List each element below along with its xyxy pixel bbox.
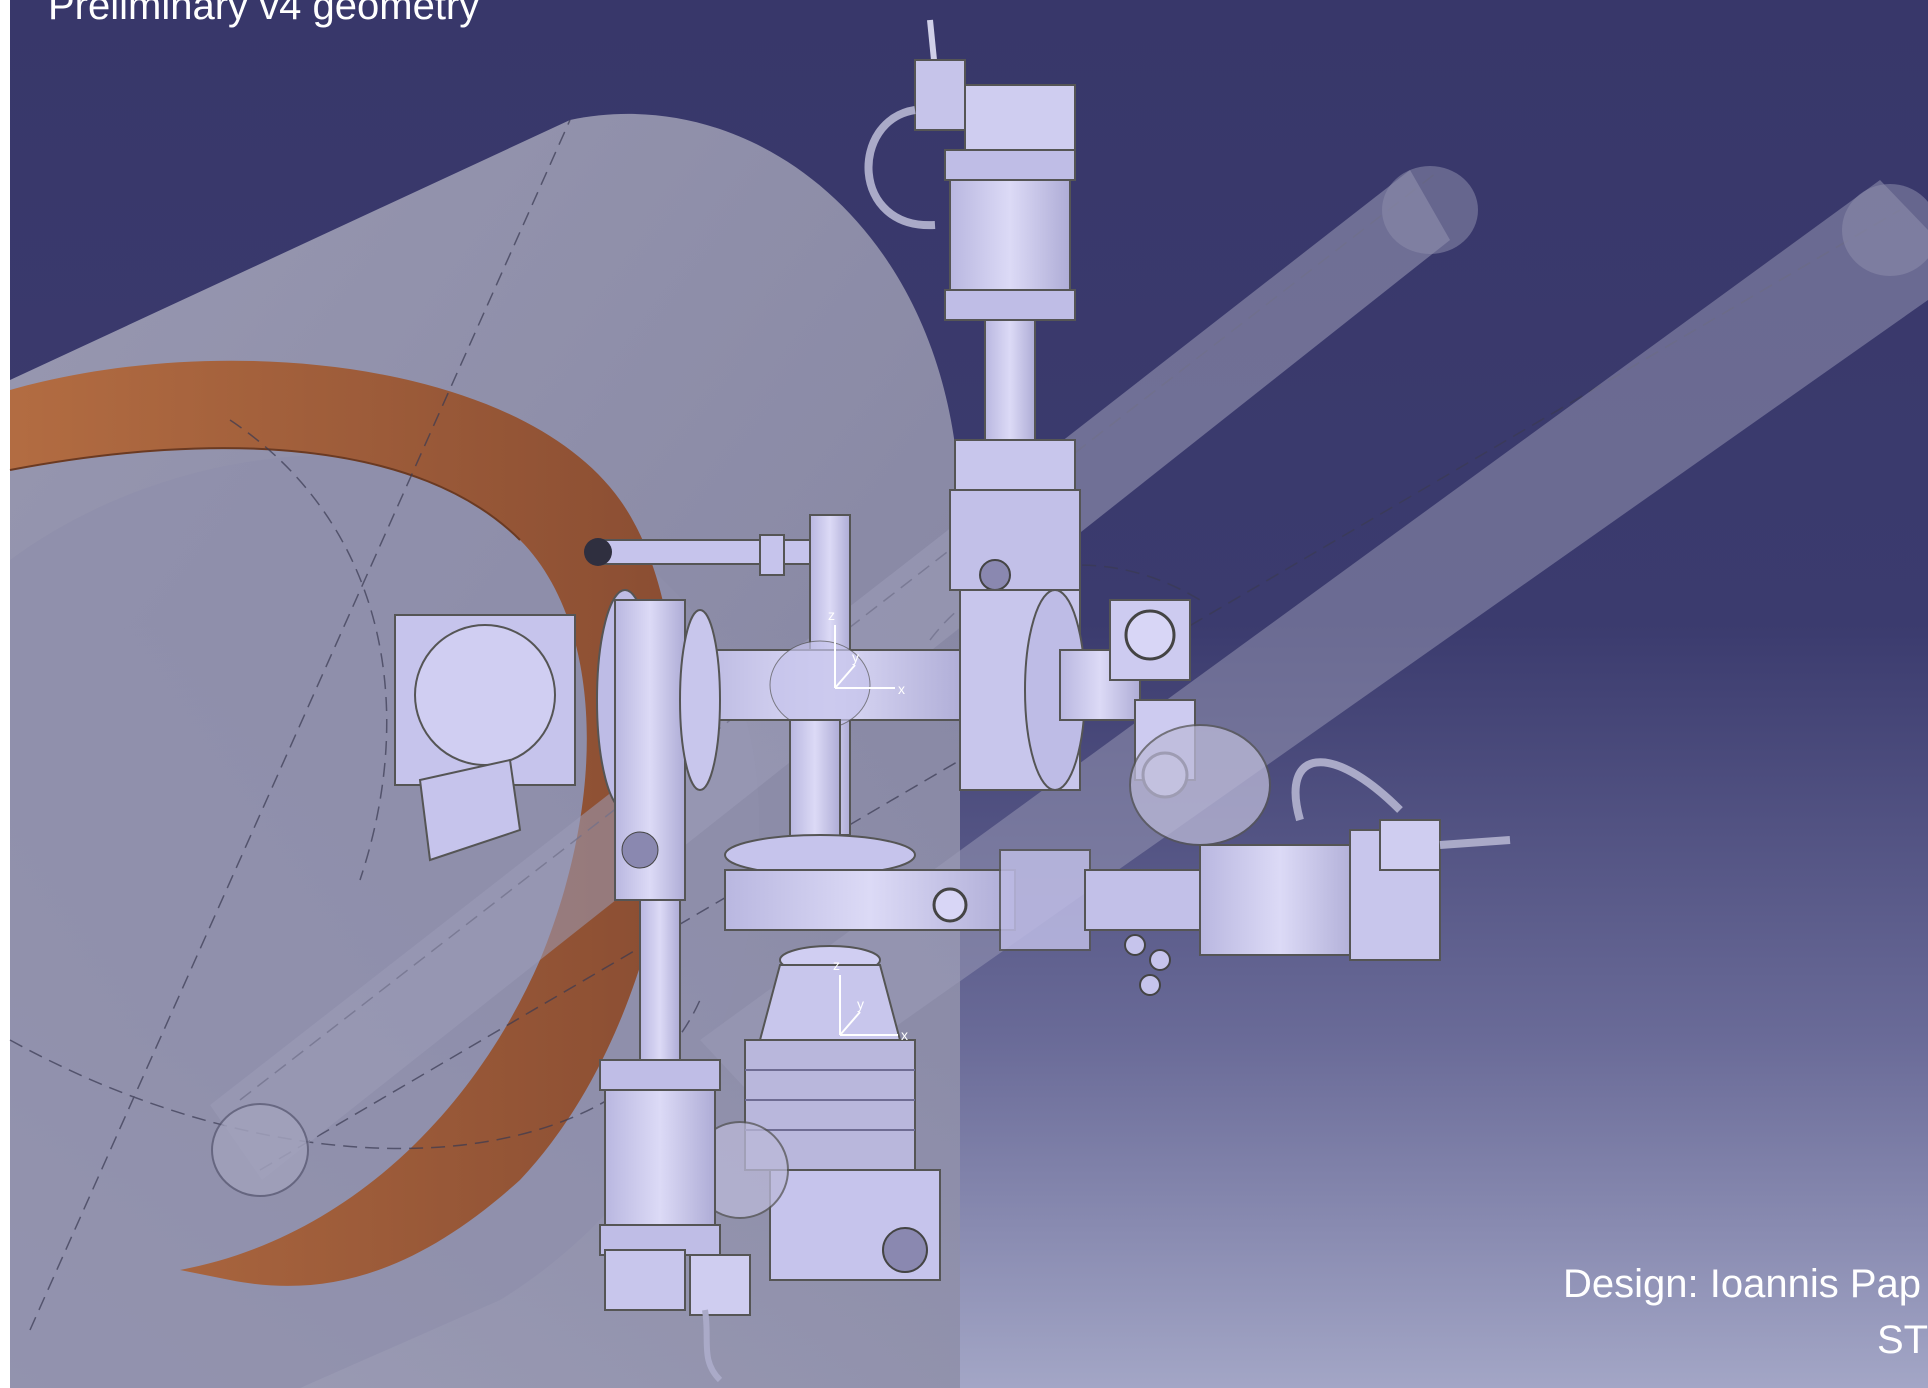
lower-pump-assembly	[599, 899, 941, 1383]
right-actuator-assembly	[1124, 724, 1511, 996]
axis-label-y: y	[857, 996, 864, 1012]
coordinate-axes-icon	[834, 625, 895, 689]
copper-ring	[9, 360, 678, 1286]
slide-left-margin	[0, 0, 10, 1388]
designer-group: ST1	[1877, 1318, 1928, 1362]
coordinate-axes-icon	[839, 975, 898, 1036]
slide-title: Preliminary v4 geometry	[48, 0, 480, 28]
axis-label-x: x	[898, 681, 905, 697]
designer-credit: Design: Ioannis Pap	[1563, 1262, 1922, 1306]
top-actuator-assembly	[864, 19, 1081, 591]
axis-label-y: y	[852, 649, 859, 665]
axis-label-z: z	[828, 607, 835, 623]
axis-label-x: x	[901, 1027, 908, 1043]
lower-horizontal-arm	[724, 719, 1216, 951]
axis-label-z: z	[833, 957, 840, 973]
